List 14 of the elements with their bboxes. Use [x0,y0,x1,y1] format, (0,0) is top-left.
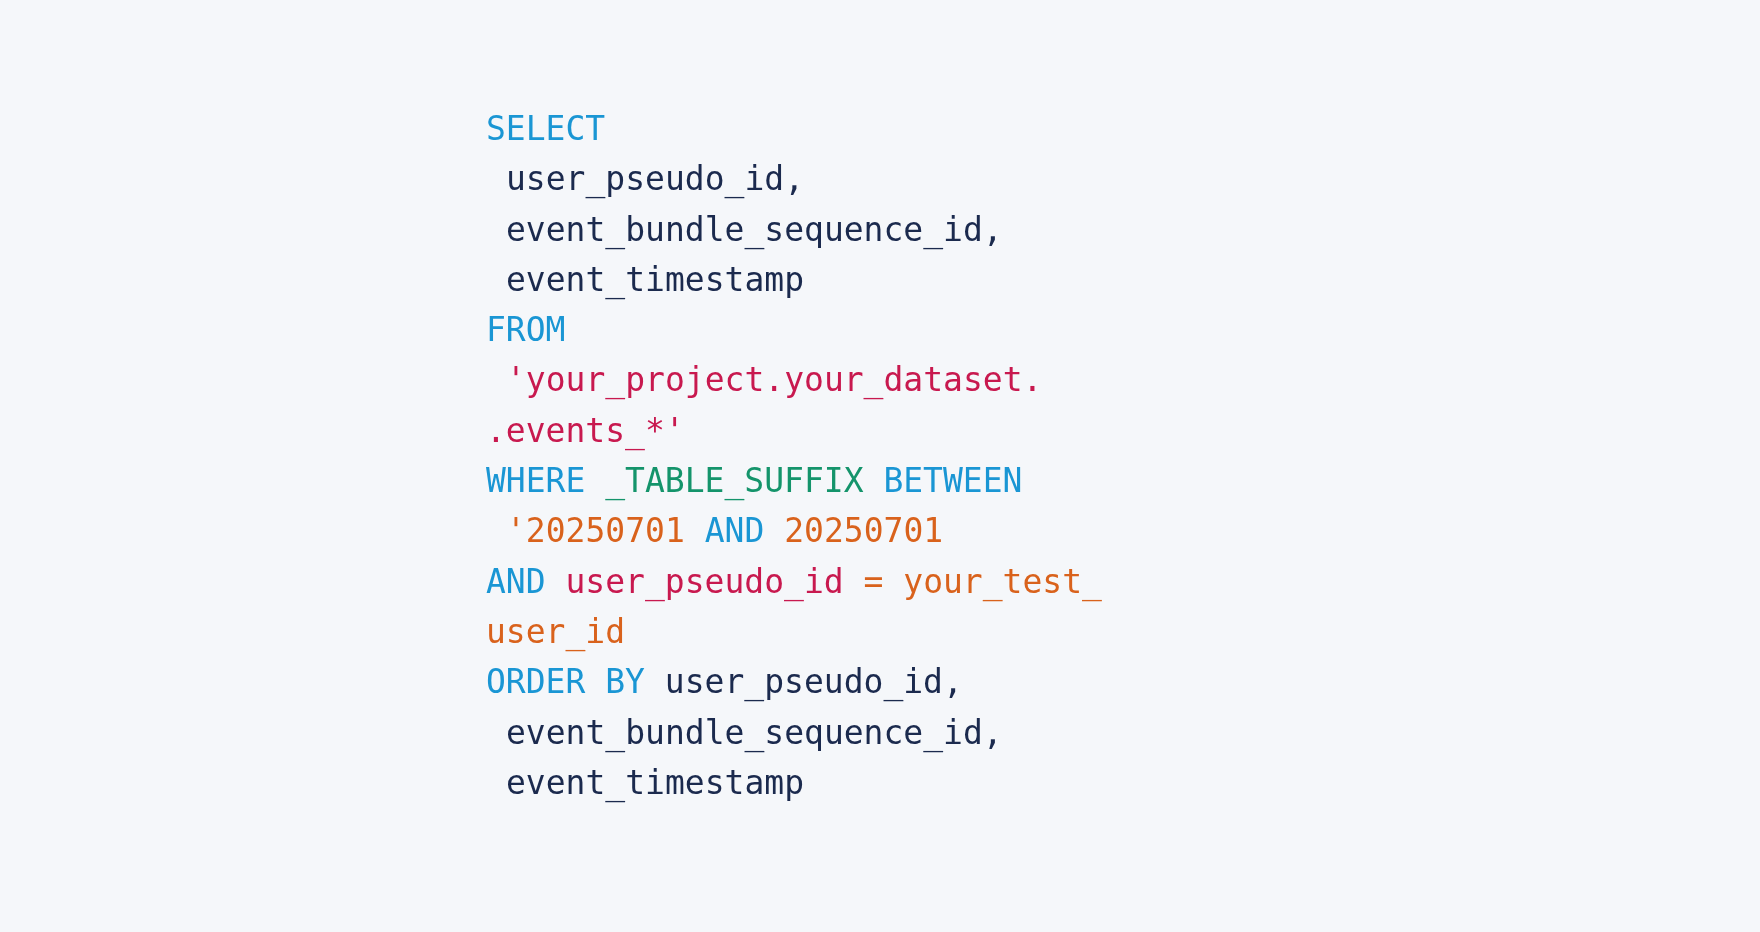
code-line: event_bundle_sequence_id, [506,711,1003,755]
code-line: ORDER BY user_pseudo_id, [486,661,963,704]
code-line: AND user_pseudo_id = your_test_ [486,560,1102,604]
code-line: SELECT [486,108,606,150]
code-line: .events_*' [486,409,685,453]
code-line: event_timestamp [506,258,804,302]
code-line: event_bundle_sequence_id, [506,208,1003,252]
code-line: event_timestamp [506,761,804,805]
code-line: user_pseudo_id, [506,158,804,201]
code-line: WHERE _TABLE_SUFFIX BETWEEN [486,460,1023,503]
code-line: '20250701 AND 20250701 [506,510,944,553]
code-line: FROM [486,309,566,352]
code-line: 'your_project.your_dataset. [506,359,1043,402]
code-line: user_id [486,610,626,654]
